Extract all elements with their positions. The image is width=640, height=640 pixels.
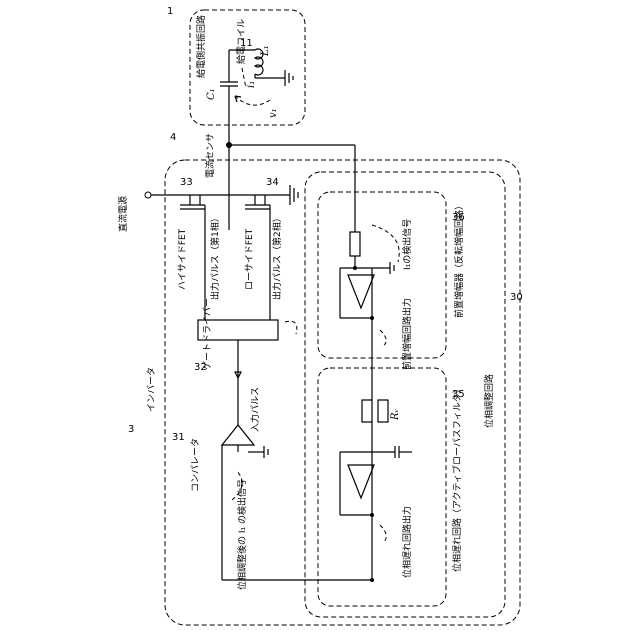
symbol-c1: C₁ (206, 88, 217, 100)
current-sensor-label: 電流センサ (204, 133, 216, 178)
dc-terminal (145, 192, 151, 198)
low-fet-label: ローサイドFET (244, 228, 255, 290)
preamp-opamp (348, 275, 374, 308)
ref-number: 30 (510, 292, 523, 303)
dc-power-label: 直流電源 (117, 196, 129, 232)
comparator-triangle (222, 425, 254, 445)
gate-driver-label: ゲートドライバー (201, 298, 213, 370)
ref-number: 4 (170, 132, 176, 143)
ref-number: 35 (452, 389, 465, 400)
high-fet-label: ハイサイドFET (177, 228, 188, 290)
symbol-v1: v₁ (268, 108, 279, 118)
phase-lag-label: 位相遅れ回路（アクティブローパスフィルタ） (451, 384, 463, 572)
ref-number: 3 (128, 424, 134, 435)
resonant-circuit-label: 給電側共振回路 (195, 15, 207, 78)
comparator-label: コンパレータ (190, 438, 201, 492)
phase-lag-out-label: 位相遅れ回路出力 (401, 506, 413, 578)
lpf-opamp (348, 465, 374, 498)
detect-after-label: 位相調整後の I₁ の検出信号 (236, 479, 248, 590)
ref-number: 34 (266, 177, 279, 188)
phase-lag-box (318, 368, 446, 606)
pre-amp-out-label: 前置増幅回路出力 (401, 298, 413, 370)
symbol-i1: i₁ (246, 81, 257, 88)
ref-number: 31 (172, 432, 185, 443)
ref-number: 32 (194, 362, 207, 373)
out-pulse2-label: 出力パルス（第2相） (271, 213, 283, 300)
resistor-rv (362, 400, 372, 422)
out-pulse1-label: 出力パルス（第1相） (209, 213, 221, 300)
pre-amp-box (318, 192, 446, 358)
resistor-in (350, 232, 360, 256)
resonant-circuit-box (190, 10, 305, 125)
symbol-rv: Rᵥ (390, 408, 401, 421)
ref-number: 1 (167, 6, 173, 17)
detect-i1-label: I₁の検出信号 (401, 219, 413, 270)
phase-adjust-label: 位相調整回路 (483, 374, 495, 428)
inverter-label: インバータ (146, 367, 157, 412)
ref-number: 11 (240, 38, 253, 49)
ref-number: 33 (180, 177, 193, 188)
symbol-l1: L₁ (260, 45, 271, 57)
ref-number: 36 (452, 212, 465, 223)
input-pulse-label: 入力パルス (249, 387, 261, 432)
